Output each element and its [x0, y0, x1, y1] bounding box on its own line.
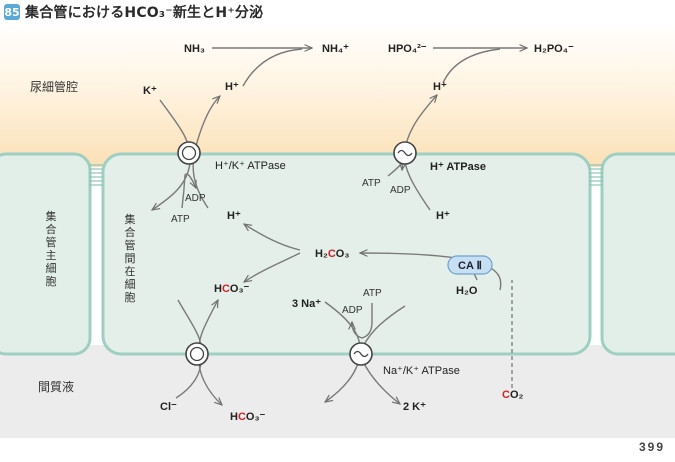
atp-label-3: ATP — [363, 288, 382, 299]
cl-label: Cl⁻ — [160, 401, 177, 413]
arrow-h-joins-nh3 — [242, 48, 303, 87]
arrow-atp-adp-3 — [352, 303, 373, 339]
carbonic-anhydrase-label: CA Ⅱ — [458, 260, 482, 272]
h-atpase-label: H⁺ ATPase — [430, 161, 486, 173]
interstitium-label: 間質液 — [38, 379, 74, 394]
h2po4-label: H₂PO₄⁻ — [534, 43, 574, 55]
lumen-label: 尿細管腔 — [30, 79, 78, 94]
h-cell-label-2: H⁺ — [436, 210, 450, 222]
hco3-out-label: HCO₃⁻ — [230, 411, 266, 423]
hpo4-label: HPO₄²⁻ — [388, 43, 427, 55]
principal-cell-right — [600, 152, 675, 356]
cl-hco3-exchanger — [185, 342, 209, 366]
hk-atpase-transporter — [177, 141, 201, 165]
hco3-cell-label: HCO₃⁻ — [214, 283, 250, 295]
h-cell-label-1: H⁺ — [227, 210, 241, 222]
page-number: 399 — [638, 440, 665, 454]
h-apical-label-2: H⁺ — [433, 81, 447, 93]
figure-title: 集合管におけるHCO₃⁻新生とH⁺分泌 — [25, 5, 264, 21]
arrow-h2co3-to-hco3 — [244, 252, 301, 282]
nak-atpase-transporter — [349, 342, 373, 366]
nh3-label: NH₃ — [184, 43, 205, 55]
figure-header: 85 集合管におけるHCO₃⁻新生とH⁺分泌 — [4, 2, 263, 22]
co2-label: CO₂ — [502, 389, 524, 401]
h-atpase-transporter — [393, 141, 417, 165]
nh4-label: NH₄⁺ — [322, 43, 349, 55]
adp-label-1: ADP — [185, 193, 206, 204]
adp-label-2: ADP — [390, 185, 411, 196]
k2-label: 2 K⁺ — [403, 401, 426, 413]
figure-number-badge: 85 — [4, 4, 20, 20]
k-lumen-label: K⁺ — [143, 85, 157, 97]
h2o-label: H₂O — [456, 285, 478, 297]
tight-junction-right — [589, 164, 603, 186]
tight-junction-left — [89, 164, 103, 186]
arrow-h2co3-to-h — [244, 224, 301, 251]
nak-atpase-label: Na⁺/K⁺ ATPase — [383, 365, 460, 377]
arrow-h-joins-hpo4 — [442, 48, 501, 84]
atp-label-1: ATP — [171, 214, 190, 225]
na3-label: 3 Na⁺ — [292, 298, 321, 310]
principal-cell-label: 集合管主細胞 — [46, 209, 57, 288]
arrow-atp-adp-1 — [181, 173, 197, 209]
h-apical-label-1: H⁺ — [225, 81, 239, 93]
lumen-area — [0, 22, 675, 167]
carbonic-anhydrase-enzyme — [447, 255, 493, 275]
hk-atpase-label: H⁺/K⁺ ATPase — [215, 160, 286, 172]
intercalated-cell — [101, 152, 592, 356]
atp-label-2: ATP — [362, 178, 381, 189]
intercalated-cell-label: 集合管間在細胞 — [125, 212, 136, 304]
adp-label-3: ADP — [342, 305, 363, 316]
h2co3-label: H₂CO₃ — [315, 248, 349, 260]
principal-cell-left — [0, 152, 92, 356]
